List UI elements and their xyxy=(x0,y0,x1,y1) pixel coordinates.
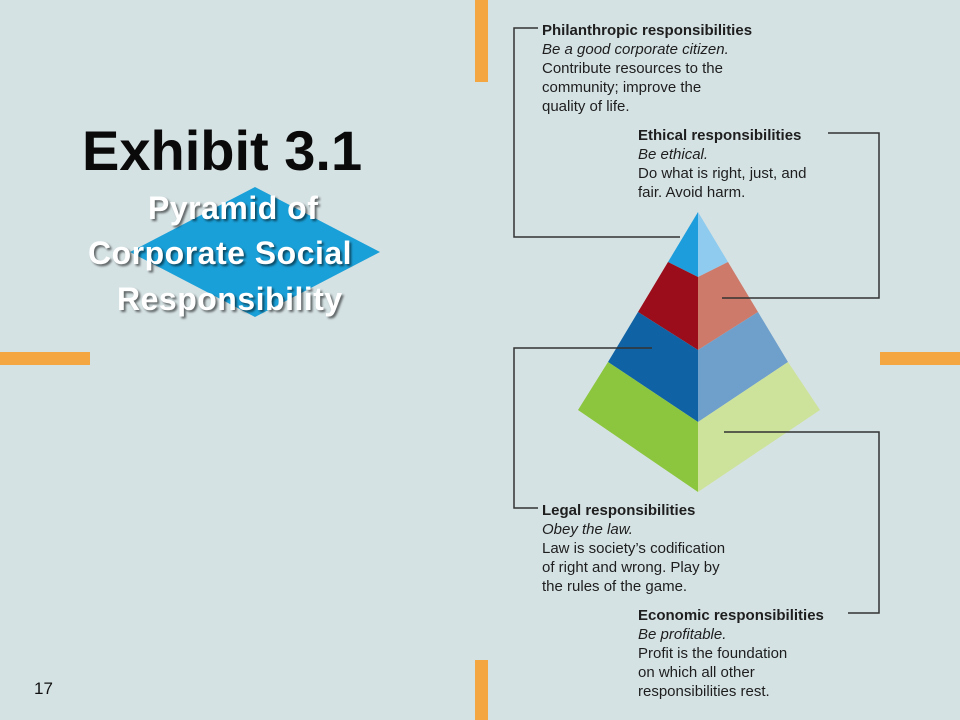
economic-desc-1: Profit is the foundation xyxy=(638,645,788,662)
philanthropic-motto: Be a good corporate citizen. xyxy=(542,41,729,58)
philanthropic-heading: Philanthropic responsibilities xyxy=(542,22,753,39)
subtitle-line-2: Corporate Social xyxy=(88,235,353,271)
connector-legal xyxy=(513,347,652,509)
slide-title: Exhibit 3.1 xyxy=(82,119,363,182)
label-economic: Economic responsibilities Be profitable.… xyxy=(638,606,824,701)
legal-desc-2: of right and wrong. Play by xyxy=(542,559,720,576)
pyramid-legal-left xyxy=(608,312,698,422)
label-philanthropic: Philanthropic responsibilities Be a good… xyxy=(542,21,752,116)
connector-economic xyxy=(724,431,880,614)
pyramid-economic-left xyxy=(578,362,698,492)
economic-desc-3: responsibilities rest. xyxy=(638,683,770,700)
pyramid-philanthropic-right xyxy=(698,212,728,277)
pyramid-economic-right xyxy=(698,362,820,492)
legal-desc-3: the rules of the game. xyxy=(542,578,688,595)
slide-number: 17 xyxy=(34,679,53,698)
label-legal: Legal responsibilities Obey the law. Law… xyxy=(542,501,725,596)
pyramid-ethical-left xyxy=(638,262,698,350)
economic-desc-2: on which all other xyxy=(638,664,755,681)
legal-heading: Legal responsibilities xyxy=(542,502,696,519)
pyramid-legal-right xyxy=(698,312,788,422)
connector-philanthropic xyxy=(513,27,680,238)
subtitle-line-1: Pyramid of xyxy=(148,190,319,226)
subtitle-diamond xyxy=(130,187,380,317)
philanthropic-desc-3: quality of life. xyxy=(542,98,630,115)
label-ethical: Ethical responsibilities Be ethical. Do … xyxy=(638,126,806,202)
philanthropic-desc-1: Contribute resources to the xyxy=(542,60,723,77)
philanthropic-desc-2: community; improve the xyxy=(542,79,702,96)
ethical-desc-2: fair. Avoid harm. xyxy=(638,184,746,201)
pyramid-ethical-right xyxy=(698,262,758,350)
pyramid-philanthropic-left xyxy=(668,212,698,277)
ethical-motto: Be ethical. xyxy=(638,146,709,163)
accent-bar-right xyxy=(880,352,960,365)
subtitle-line-3: Responsibility xyxy=(117,281,343,317)
legal-desc-1: Law is society’s codification xyxy=(542,540,726,557)
accent-bar-top xyxy=(475,0,488,82)
economic-motto: Be profitable. xyxy=(638,626,727,643)
connector-ethical xyxy=(722,132,880,299)
accent-bar-bottom xyxy=(475,660,488,720)
ethical-heading: Ethical responsibilities xyxy=(638,127,802,144)
legal-motto: Obey the law. xyxy=(542,521,633,538)
ethical-desc-1: Do what is right, just, and xyxy=(638,165,807,182)
economic-heading: Economic responsibilities xyxy=(638,607,824,624)
accent-bar-left xyxy=(0,352,90,365)
